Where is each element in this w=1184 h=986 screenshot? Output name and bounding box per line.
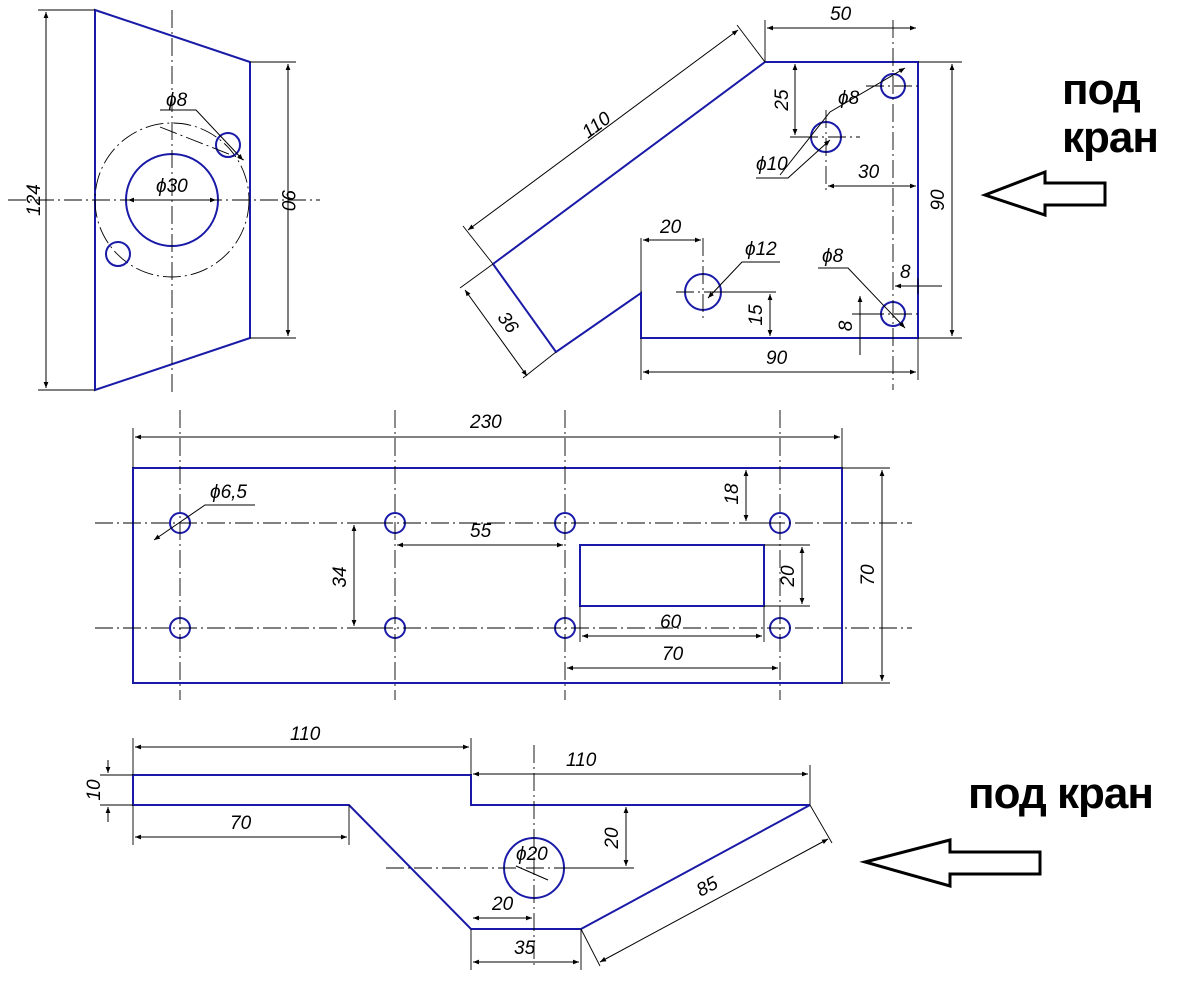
dim-110-slant: 110 xyxy=(578,108,615,143)
dim-110-left: 110 xyxy=(290,724,321,745)
dim-15: 15 xyxy=(746,304,767,326)
dim-90-bottom: 90 xyxy=(766,348,788,369)
dim-20-vertical: 20 xyxy=(602,827,623,850)
dim-line-110 xyxy=(467,29,739,231)
dim-55: 55 xyxy=(470,521,492,542)
ext-line xyxy=(580,928,601,967)
dim-70-bottom: 70 xyxy=(662,644,684,665)
dim-85: 85 xyxy=(693,873,722,902)
base-plate-view: 230 ϕ6,5 18 55 34 20 70 60 70 xyxy=(95,410,912,700)
dim-30: 30 xyxy=(858,162,880,183)
dim-phi6-5: ϕ6,5 xyxy=(210,482,247,503)
note-under-crane-top: под кран xyxy=(1062,65,1159,162)
leader-20 xyxy=(515,865,549,881)
leader-12 xyxy=(707,261,780,299)
note-under-crane-bottom: под кран xyxy=(968,769,1154,818)
dim-25: 25 xyxy=(772,89,793,112)
dim-124: 124 xyxy=(24,184,45,216)
arrow-left-icon xyxy=(980,169,1107,218)
side-plate-view: 124 90 ϕ8 ϕ30 xyxy=(8,8,320,395)
arm-outline xyxy=(132,774,811,930)
dim-90-vertical: 90 xyxy=(928,189,949,211)
dim-phi12: ϕ12 xyxy=(745,239,777,260)
bracket-view: 50 110 36 25 ϕ8 ϕ10 30 90 20 ϕ12 xyxy=(459,4,962,390)
hole-8-lower xyxy=(105,241,131,267)
rect-cutout xyxy=(579,544,765,607)
dim-60: 60 xyxy=(660,612,682,633)
dim-36: 36 xyxy=(493,308,523,338)
dim-phi20: ϕ20 xyxy=(516,844,548,865)
dim-70-arm: 70 xyxy=(230,813,252,834)
dim-8-horizontal: 8 xyxy=(900,262,911,283)
dim-phi8-top: ϕ8 xyxy=(838,88,860,109)
ext-line xyxy=(522,351,557,379)
dim-10: 10 xyxy=(84,779,105,801)
dim-20-base: 20 xyxy=(778,565,799,588)
arm-view: 110 110 10 70 20 ϕ20 85 20 35 xyxy=(84,724,833,970)
leader-10 xyxy=(756,139,831,179)
dim-phi30: ϕ30 xyxy=(156,176,188,197)
dim-90-side: 90 xyxy=(277,189,298,211)
dim-20-horizontal: 20 xyxy=(491,894,514,915)
dim-8-vertical: 8 xyxy=(836,320,857,331)
bracket-outline xyxy=(492,61,919,354)
leader-8 xyxy=(160,109,244,161)
leader-6-5 xyxy=(153,504,255,541)
dim-34: 34 xyxy=(330,566,351,587)
dim-230: 230 xyxy=(469,412,502,433)
dim-line-36 xyxy=(464,289,528,377)
dim-20-bracket: 20 xyxy=(659,217,682,238)
leader-8-top xyxy=(779,67,906,176)
ext-line xyxy=(462,225,494,265)
dim-35: 35 xyxy=(514,938,536,959)
dim-70-width: 70 xyxy=(858,564,879,586)
dim-50: 50 xyxy=(830,4,852,25)
centerline-hole-upper xyxy=(159,126,245,161)
ext-line xyxy=(809,804,833,844)
dim-phi8-side: ϕ8 xyxy=(166,90,188,111)
leader-8-bottom xyxy=(818,267,906,329)
arrow-left-icon xyxy=(859,838,1042,888)
hole-8-upper xyxy=(215,132,241,158)
ext-line xyxy=(459,263,494,289)
dim-110-right: 110 xyxy=(566,750,597,771)
ext-line xyxy=(736,24,766,63)
dim-phi8-bottom: ϕ8 xyxy=(822,246,844,267)
base-plate-outline xyxy=(132,467,843,684)
dim-phi10: ϕ10 xyxy=(756,154,788,175)
dim-18: 18 xyxy=(722,483,743,505)
dim-line-85 xyxy=(599,838,829,963)
